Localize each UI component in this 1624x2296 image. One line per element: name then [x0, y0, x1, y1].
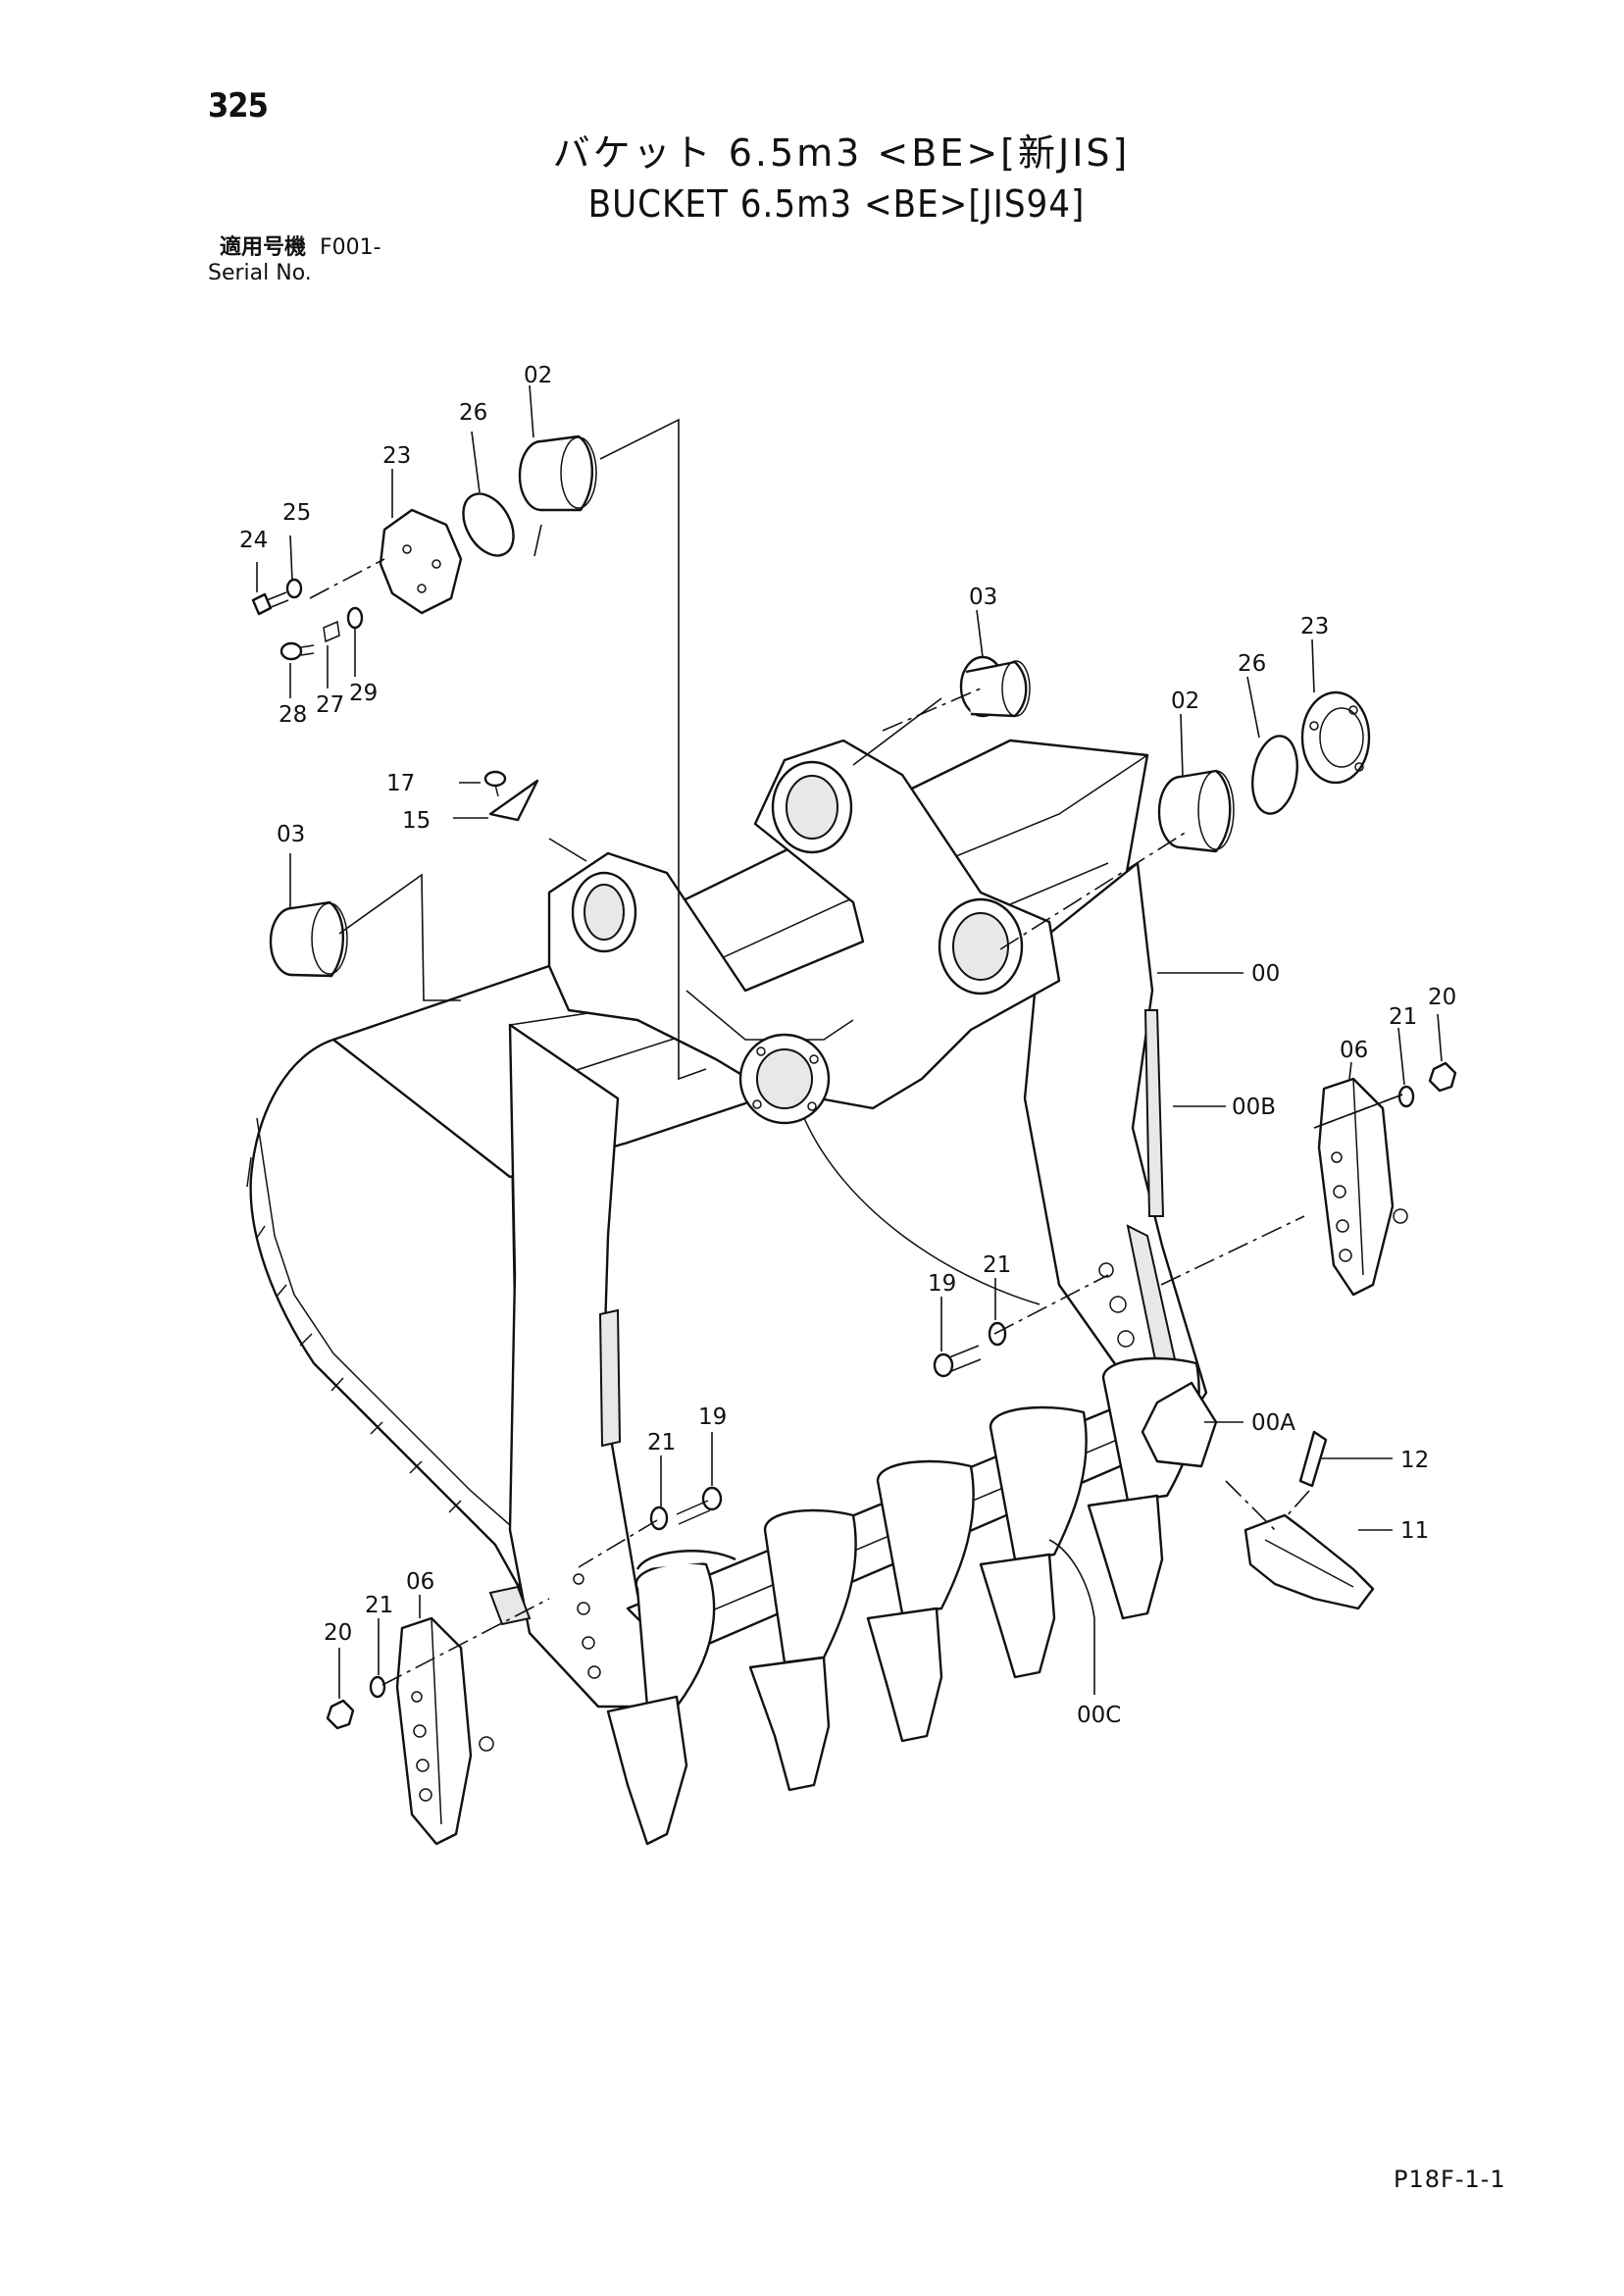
callout-25: 25 [282, 500, 311, 526]
callout-26-top: 26 [459, 400, 487, 426]
bucket-teeth [606, 1356, 1375, 1846]
callout-20-right-top: 20 [1428, 985, 1456, 1010]
serial-label-japanese: 適用号機 [220, 235, 307, 260]
callout-00C: 00C [1077, 1703, 1121, 1728]
callout-23-right: 23 [1300, 614, 1329, 639]
callout-21-left-bottom: 21 [365, 1593, 393, 1618]
callout-28: 28 [279, 702, 307, 728]
page-number: 325 [208, 86, 269, 126]
title-english: BUCKET 6.5m3 <BE>[JIS94] [587, 182, 1086, 226]
callout-19-mid: 19 [928, 1271, 956, 1297]
leader-lines [256, 384, 1443, 1699]
callout-23-top: 23 [382, 443, 411, 469]
callout-27: 27 [316, 692, 344, 718]
serial-block: 適用号機 F001- Serial No. [208, 235, 381, 286]
diagram-code: P18F-1-1 [1394, 2166, 1506, 2193]
callout-19-lower: 19 [698, 1404, 727, 1430]
callout-20-left-bottom: 20 [324, 1620, 352, 1646]
serial-value: F001- [320, 235, 381, 260]
callout-21-lower: 21 [647, 1430, 676, 1455]
callout-00A: 00A [1251, 1410, 1295, 1436]
callout-15: 15 [402, 808, 431, 834]
title-block: バケット 6.5m3 <BE>[新JIS] BUCKET 6.5m3 <BE>[… [0, 128, 1624, 230]
callout-03-left: 03 [277, 822, 305, 847]
callout-11: 11 [1400, 1518, 1429, 1544]
callout-02-top: 02 [524, 363, 552, 388]
callout-29: 29 [349, 681, 378, 706]
callout-24: 24 [239, 528, 268, 553]
callout-17: 17 [386, 771, 415, 796]
callout-21-mid: 21 [983, 1252, 1011, 1278]
hardware [251, 434, 1457, 1730]
callout-00B: 00B [1232, 1095, 1276, 1120]
bucket-body [246, 739, 1208, 1709]
callout-21-right-top: 21 [1389, 1004, 1417, 1030]
callout-12: 12 [1400, 1448, 1429, 1473]
callout-06-left-bottom: 06 [406, 1569, 434, 1595]
side-cutter-left [395, 1616, 494, 1846]
callout-00: 00 [1251, 961, 1280, 987]
title-japanese: バケット 6.5m3 <BE>[新JIS] [552, 131, 1131, 175]
callout-03-top: 03 [969, 585, 997, 610]
callout-labels: 02 26 23 25 24 28 27 29 17 15 03 03 23 2… [239, 363, 1456, 1728]
callout-26-right: 26 [1238, 651, 1266, 677]
callout-06-right-top: 06 [1340, 1038, 1368, 1063]
serial-label-english: Serial No. [208, 261, 312, 285]
side-cutter-right [1317, 1077, 1408, 1297]
callout-02-right: 02 [1171, 689, 1199, 714]
